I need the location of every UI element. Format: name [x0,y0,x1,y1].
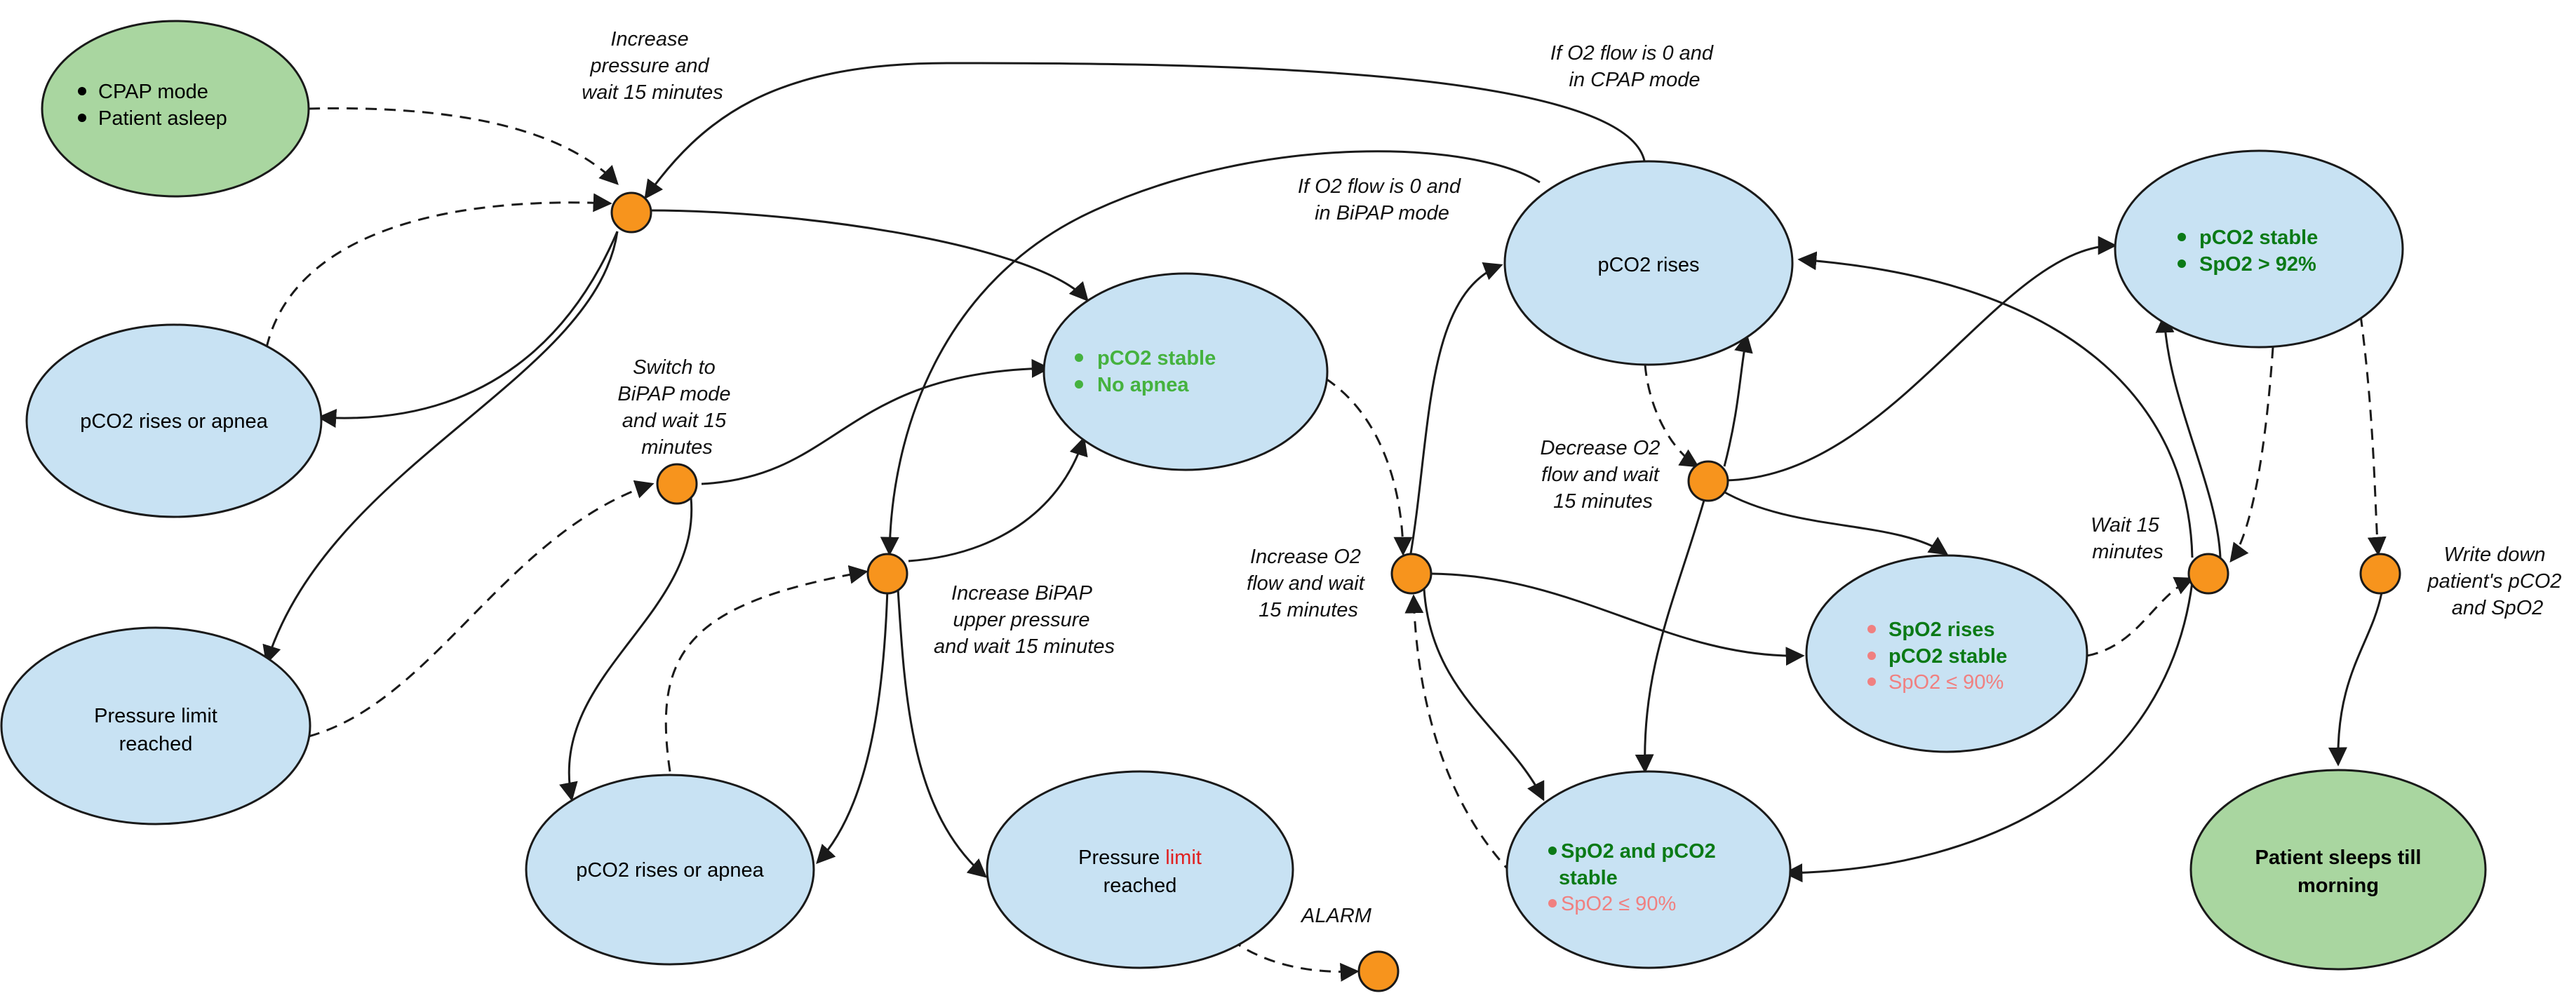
edge-labels: Increase pressure and wait 15 minutes Sw… [582,28,2568,927]
state-start-line-2: Patient asleep [98,107,227,130]
edge-j4-to-pco2-rises [1409,262,1503,558]
junction-2 [656,463,698,505]
edge-pco2-rises-to-j5 [1644,364,1700,468]
junction-6 [2187,553,2229,595]
junctions [610,191,2401,992]
label-increase-bipap: Increase BiPAP upper pressure and wait 1… [934,582,1115,658]
state-spo2-pco2-stable-line-1: SpO2 and pCO2 [1561,840,1716,863]
state-pco2-rises-apnea-1: pCO2 rises or apnea [25,323,323,518]
state-pressure-limit-1: Pressure limit reached [0,626,311,825]
state-pressure-limit-2: Pressure limit reached [986,770,1294,969]
edge-j1-to-stable-no-apnea [648,209,1089,302]
edge-j3-to-pco2-apnea-2 [816,588,889,864]
state-pressure-limit-1-line-1: Pressure limit [94,705,217,727]
edge-j5-to-stable-spo2-92 [1725,236,2117,482]
state-pco2-rises-apnea-2: pCO2 rises or apnea [525,774,815,966]
state-spo2-pco2-stable-line-3: SpO2 ≤ 90% [1561,893,1676,915]
state-start-line-1: CPAP mode [98,81,208,103]
state-start: CPAP mode Patient asleep [41,20,310,198]
junction-1 [610,191,652,234]
label-o2-zero-cpap: If O2 flow is 0 and in CPAP mode [1550,42,1719,91]
edge-j7-to-end [2328,592,2383,767]
junction-3 [866,553,908,595]
edge-pco2-rises-to-j1-cpap [644,62,1646,200]
state-pressure-limit-2-line-1: Pressure limit [1078,847,1202,869]
state-pressure-limit-2-line-2: reached [1103,875,1177,897]
state-stable-spo2-92: pCO2 stable SpO2 > 92% [2114,149,2404,349]
edge-j2-to-pco2-apnea-2 [559,497,693,802]
label-increase-o2: Increase O2 flow and wait 15 minutes [1247,546,1370,621]
state-end: Patient sleeps till morning [2189,769,2487,971]
edge-j6-to-spo2-pco2-stable [1783,581,2194,883]
edge-pco2-apnea-2-to-j3 [664,565,868,772]
edge-stable-no-apnea-to-j4 [1325,377,1413,556]
state-stable-no-apnea-line-1: pCO2 stable [1097,347,1216,370]
edge-j4-to-spo2-rises [1430,572,1805,666]
label-switch-bipap: Switch to BiPAP mode and wait 15 minutes [617,356,736,459]
edge-j4-to-spo2-pco2-stable [1423,588,1545,802]
edge-pressure-limit-2-to-alarm [1230,938,1360,982]
edge-j5-to-pco2-rises [1723,333,1753,467]
state-stable-no-apnea: pCO2 stable No apnea [1042,272,1329,471]
edge-stable-spo2-92-to-j6 [2229,346,2274,563]
edge-j5-to-spo2-rises [1722,490,1949,555]
edge-j3-to-pressure-limit-2 [897,588,988,878]
label-o2-zero-bipap: If O2 flow is 0 and in BiPAP mode [1298,175,1466,224]
junction-5 [1687,460,1729,502]
state-pco2-rises-label: pCO2 rises [1597,254,1699,276]
junction-4 [1390,553,1433,595]
state-spo2-rises: SpO2 rises pCO2 stable SpO2 ≤ 90% [1805,554,2088,753]
state-spo2-pco2-stable: SpO2 and pCO2 stable SpO2 ≤ 90% [1505,770,1792,969]
edge-j1-to-pressure-limit-1 [262,231,619,665]
edge-j5-to-spo2-pco2-stable [1635,497,1706,774]
edge-start-to-j1 [308,107,619,185]
state-stable-no-apnea-line-2: No apnea [1097,374,1189,396]
edge-j6-to-stable-spo2-92 [2155,313,2222,558]
junction-7 [2359,553,2401,595]
state-spo2-pco2-stable-line-2: stable [1559,867,1618,889]
state-stable-spo2-92-line-2: SpO2 > 92% [2199,253,2316,276]
edge-j2-to-stable-no-apnea [701,358,1051,485]
state-spo2-rises-line-1: SpO2 rises [1889,619,1995,641]
state-spo2-rises-line-2: pCO2 stable [1889,645,2007,668]
state-end-line-2: morning [2297,875,2379,897]
state-stable-spo2-92-line-1: pCO2 stable [2199,227,2318,249]
state-pco2-rises: pCO2 rises [1503,160,1794,366]
edge-spo2-pco2-stable-to-j4 [1404,594,1527,889]
edge-pco2-apnea-1-to-j1 [265,193,612,348]
edge-pco2-rises-to-j3-bipap [880,150,1541,556]
state-spo2-rises-line-3: SpO2 ≤ 90% [1889,671,2004,694]
label-decrease-o2: Decrease O2 flow and wait 15 minutes [1541,437,1666,513]
state-pco2-rises-apnea-1-label: pCO2 rises or apnea [80,410,268,433]
edge-spo2-rises-to-j6 [2086,576,2194,657]
edge-j3-to-stable-no-apnea [908,436,1088,562]
label-increase-pressure: Increase pressure and wait 15 minutes [582,28,723,104]
edge-pressure-limit-1-to-j2 [308,480,655,738]
state-pressure-limit-1-line-2: reached [119,733,193,755]
edge-j6-to-pco2-rises [1797,251,2194,558]
state-end-line-1: Patient sleeps till [2255,847,2422,869]
junction-alarm [1357,950,1400,992]
label-write-down: Write down patient's pCO2 and SpO2 [2427,544,2568,619]
label-wait-15: Wait 15 minutes [2091,514,2165,563]
label-alarm: ALARM [1300,905,1372,927]
edge-stable-spo2-92-to-j7 [2359,315,2387,556]
state-pco2-rises-apnea-2-label: pCO2 rises or apnea [576,859,764,882]
edges [262,62,2387,982]
edge-j1-to-pco2-apnea-1 [317,231,619,428]
